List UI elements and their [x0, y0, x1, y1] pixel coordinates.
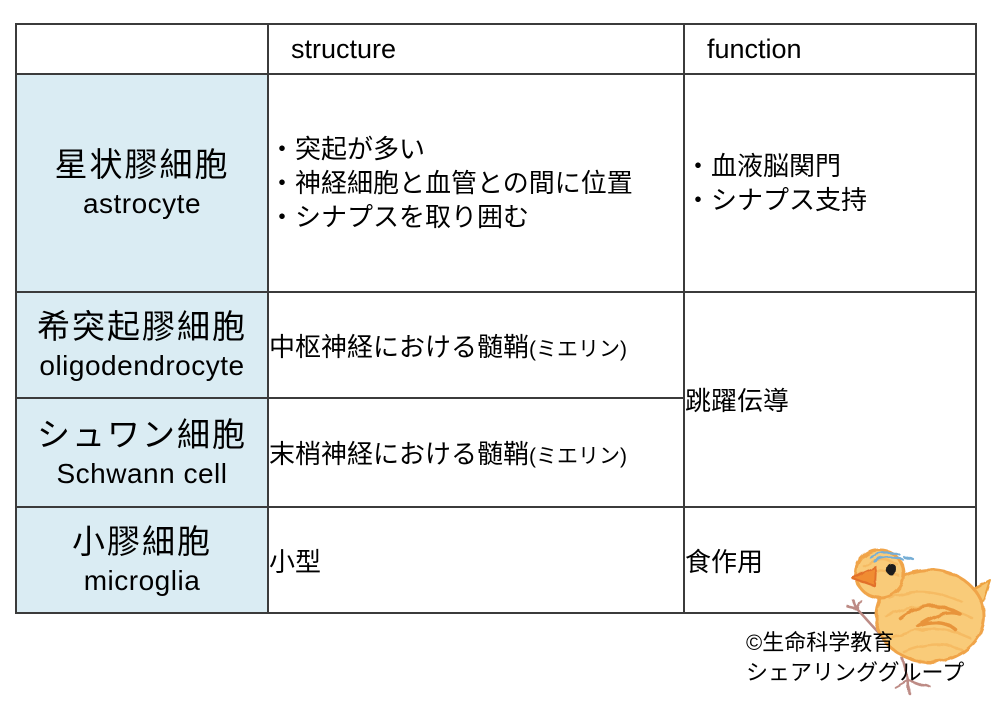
function-bullet: ・シナプス支持 [685, 185, 868, 215]
schwann-structure-cell: 末梢神経における髄鞘(ミエリン) [267, 397, 685, 508]
copyright-line2: シェアリンググループ [746, 660, 965, 685]
copyright-notice: ©生命科学教育 シェアリンググループ [746, 628, 964, 688]
astrocyte-function-cell: ・血液脳関門 ・シナプス支持 [683, 73, 977, 293]
schwann-name-en: Schwann cell [56, 457, 228, 489]
function-text: 跳躍伝導 [685, 386, 790, 416]
row-oligodendrocyte: 希突起膠細胞 oligodendrocyte 中枢神経における髄鞘(ミエリン) … [15, 291, 977, 508]
copyright-line1: ©生命科学教育 [746, 630, 895, 655]
microglia-structure-cell: 小型 [267, 506, 685, 614]
header-row: structure function [15, 23, 977, 75]
astrocyte-name-en: astrocyte [82, 188, 202, 219]
rowhead-microglia: 小膠細胞 microglia [15, 506, 269, 614]
function-bullet: ・血液脳関門 [685, 151, 842, 181]
col-header-structure: structure [267, 23, 685, 75]
oligodendrocyte-structure-cell: 中枢神経における髄鞘(ミエリン) [267, 291, 685, 399]
chick-illustration-icon [846, 548, 991, 695]
structure-text: 小型 [269, 546, 322, 577]
schwann-name-jp: シュワン細胞 [37, 415, 247, 453]
oligodendrocyte-name-en: oligodendrocyte [39, 350, 245, 381]
astrocyte-name-jp: 星状膠細胞 [54, 146, 230, 183]
rowhead-astrocyte: 星状膠細胞 astrocyte [15, 73, 269, 293]
glia-cell-table: structure function 星状膠細胞 astrocyte ・突起が多… [15, 23, 977, 614]
oligodendrocyte-name-jp: 希突起膠細胞 [37, 308, 247, 345]
structure-text: 中枢神経における髄鞘 [269, 331, 530, 362]
astrocyte-structure-cell: ・突起が多い ・神経細胞と血管との間に位置 ・シナプスを取り囲む [267, 73, 685, 293]
structure-bullet: ・シナプスを取り囲む [269, 202, 530, 232]
structure-bullet: ・神経細胞と血管との間に位置 [269, 168, 633, 198]
row-schwann-cell: シュワン細胞 Schwann cell 末梢神経における髄鞘(ミエリン) [15, 397, 976, 508]
rowhead-oligodendrocyte: 希突起膠細胞 oligodendrocyte [15, 291, 269, 399]
microglia-name-en: microglia [83, 565, 201, 596]
row-astrocyte: 星状膠細胞 astrocyte ・突起が多い ・神経細胞と血管との間に位置 ・シ… [15, 73, 977, 293]
function-text: 食作用 [685, 546, 764, 577]
structure-text: 末梢神経における髄鞘 [269, 439, 530, 469]
microglia-name-jp: 小膠細胞 [72, 523, 212, 560]
structure-paren: (ミエリン) [529, 445, 628, 468]
structure-paren: (ミエリン) [529, 337, 628, 361]
row-microglia: 小膠細胞 microglia 小型 食作用 [15, 506, 977, 614]
corner-cell [15, 23, 269, 75]
col-header-function: function [683, 23, 977, 75]
structure-bullet: ・突起が多い [269, 134, 426, 164]
saltatory-conduction-cell: 跳躍伝導 [683, 291, 977, 508]
rowhead-schwann: シュワン細胞 Schwann cell [15, 397, 269, 508]
